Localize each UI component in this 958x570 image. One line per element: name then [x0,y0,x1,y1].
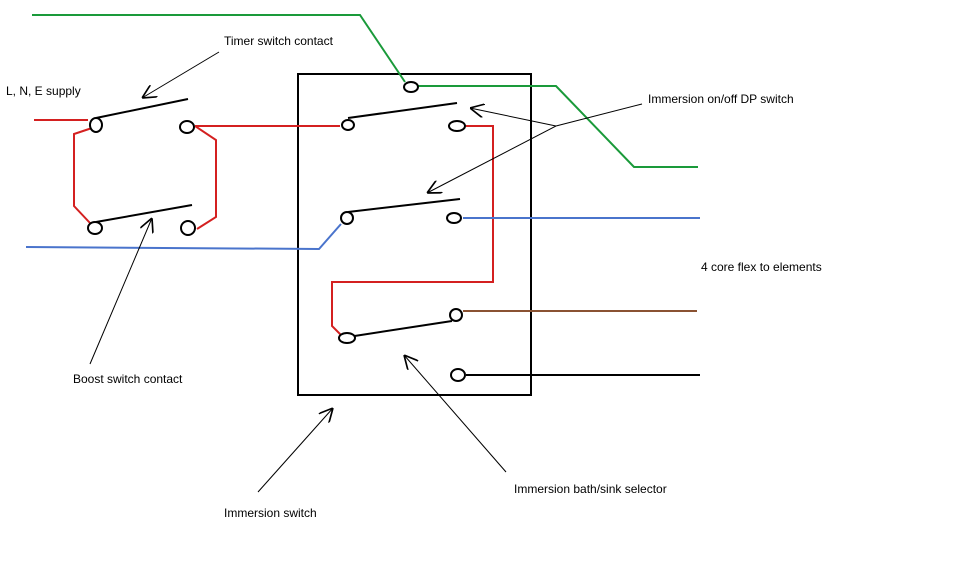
onoff-switch-callout-arrow-lower [427,125,557,193]
dp-switch-upper-left-terminal [341,119,355,131]
live-wire-right-link [194,125,217,230]
onoff-switch-callout-arrow-upper [470,108,557,127]
live-wire-to-selector [331,125,494,337]
earth-wire-flex [418,85,698,168]
boost-switch-blade [95,204,193,223]
selector-common-terminal [338,332,356,344]
boost-switch-contact-label: Boost switch contact [73,372,183,386]
dp-switch-blade-upper [347,102,458,119]
timer-contact-callout-arrow [142,51,220,98]
immersion-switch-box [297,73,532,396]
timer-switch-contact-label: Timer switch contact [224,34,333,48]
boost-contact-left-terminal [87,221,103,235]
flex-label: 4 core flex to elements [701,260,822,274]
earth-terminal [403,81,419,93]
neutral-wire-supply [25,223,342,251]
boost-contact-callout-arrow [89,218,152,365]
selector-callout-arrow [404,355,507,473]
timer-contact-left-terminal [89,117,103,133]
earth-wire-supply [32,14,406,83]
dp-switch-lower-left-terminal [340,211,354,225]
selector-switch-blade [347,320,453,338]
immersion-switch-label: Immersion switch [224,506,317,520]
supply-label: L, N, E supply [6,84,81,98]
timer-contact-right-terminal [179,120,195,134]
bath-sink-selector-label: Immersion bath/sink selector [514,482,667,496]
boost-contact-right-terminal [180,220,196,236]
selector-bath-terminal [449,308,463,322]
onoff-switch-callout-leader [555,103,643,127]
timer-switch-blade [95,98,189,119]
dp-switch-upper-right-terminal [448,120,466,132]
immersion-onoff-label: Immersion on/off DP switch [648,92,794,106]
selector-sink-terminal [450,368,466,382]
dp-switch-lower-right-terminal [446,212,462,224]
live-wire-timer-to-boost-link [73,127,93,224]
immersion-switch-callout-arrow [257,408,333,493]
dp-switch-blade-lower [347,198,461,213]
